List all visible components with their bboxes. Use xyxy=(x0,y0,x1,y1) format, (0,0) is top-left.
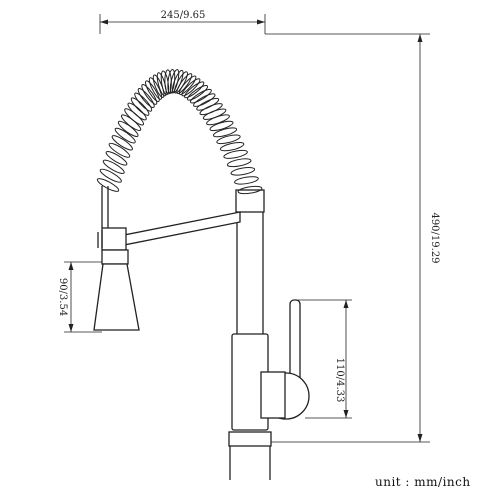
unit-label: unit : mm/inch xyxy=(375,475,471,489)
spring-coil-loop xyxy=(99,168,122,183)
dimension-spray-head-label: 90/3.54 xyxy=(57,278,68,316)
spring-coil-loop xyxy=(184,81,205,99)
spring-coil-loop xyxy=(234,176,259,185)
spring-coil-loop xyxy=(134,92,153,112)
spring-coil-loop xyxy=(114,127,136,144)
dimension-total-height xyxy=(265,33,430,443)
spring-coil-loop xyxy=(181,78,201,97)
spring-coil-loop xyxy=(209,120,234,132)
spring-coil-loop xyxy=(148,77,163,100)
spring-coil-loop xyxy=(189,88,212,104)
faucet-body xyxy=(93,186,272,480)
spring-coil-loop xyxy=(141,83,158,105)
spring-coil-loop xyxy=(130,97,150,116)
spring-coil-loop xyxy=(105,150,128,166)
dimension-total-height-label: 490/19.29 xyxy=(429,212,440,263)
spring-coil-loop xyxy=(206,114,230,126)
handle xyxy=(260,299,310,420)
spring-coil-loop xyxy=(102,159,125,174)
spring-coil xyxy=(96,68,263,195)
spring-coil-loop xyxy=(145,80,160,103)
dimension-handle-label: 110/4.33 xyxy=(334,358,345,403)
dimension-handle xyxy=(295,299,352,419)
spring-coil-loop xyxy=(178,75,197,95)
spring-coil-loop xyxy=(196,97,220,111)
dimension-total-width-label: 245/9.65 xyxy=(161,10,206,21)
spring-coil-loop xyxy=(226,158,252,168)
spring-coil-loop xyxy=(108,142,131,158)
spring-coil-loop xyxy=(96,178,120,192)
spring-coil-loop xyxy=(219,141,245,152)
spring-coil-loop xyxy=(127,102,147,121)
spring-coil-loop xyxy=(186,85,209,101)
dimension-spray-head xyxy=(64,261,102,333)
dimension-total-width xyxy=(99,14,266,34)
spring-coil-loop xyxy=(216,134,241,145)
spring-coil-loop xyxy=(230,167,256,176)
spring-coil-loop xyxy=(137,88,155,108)
spring-coil-loop xyxy=(111,135,133,151)
spring-coil-loop xyxy=(223,149,248,159)
spring-coil-loop xyxy=(237,185,263,195)
spring-coil-loop xyxy=(212,127,238,138)
spring-coil-loop xyxy=(193,93,216,107)
spring-coil-loop xyxy=(176,73,193,95)
